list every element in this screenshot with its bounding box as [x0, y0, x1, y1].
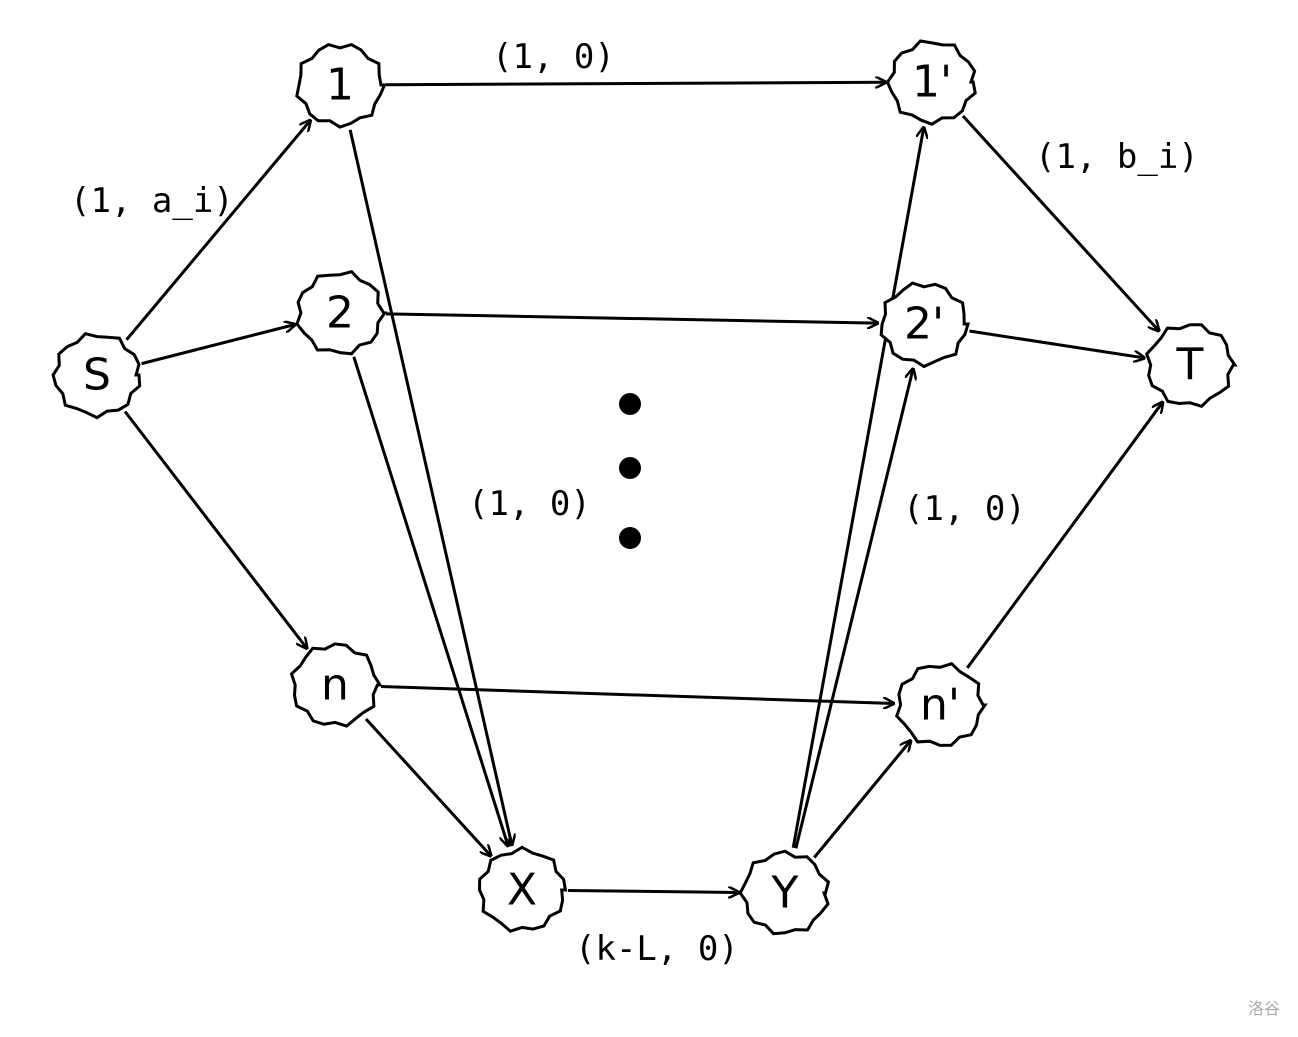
node-1p: 1' [885, 39, 977, 126]
node-circle [879, 281, 971, 369]
node-2: 2 [295, 270, 388, 356]
node-circle [885, 39, 977, 126]
node-label: n [321, 660, 349, 711]
node-label: n' [920, 680, 960, 731]
edge-label-source: (1, a_i) [70, 181, 234, 221]
node-np: n' [894, 662, 988, 747]
edge-Y-to-np [813, 740, 910, 859]
edge-2-to-X [352, 356, 508, 846]
node-circle [477, 845, 568, 933]
edge-label-x-to-y: (k-L, 0) [575, 929, 739, 969]
node-circle [738, 849, 831, 936]
node-S: S [51, 332, 142, 420]
ellipsis-dots [619, 393, 641, 549]
edge-n-to-np [380, 685, 894, 704]
node-circle [295, 270, 388, 356]
node-label: T [1176, 340, 1204, 391]
node-X: X [477, 845, 568, 933]
edge-label-to-x: (1, 0) [468, 484, 591, 524]
edge-1p-to-T [961, 114, 1159, 331]
node-2p: 2' [879, 281, 971, 369]
edge-2-to-2p [385, 312, 878, 323]
edge-1-to-1p [385, 82, 886, 85]
edge-Y-to-2p [794, 369, 913, 849]
node-label: 1' [912, 57, 952, 108]
node-label: 2 [326, 288, 354, 339]
edge-n-to-X [364, 717, 491, 856]
watermark: 洛谷 [1247, 999, 1280, 1018]
node-circle [894, 662, 988, 747]
node-label: Y [771, 868, 799, 919]
edge-Y-to-1p [791, 127, 924, 849]
edge-np-to-T [966, 402, 1163, 669]
dot [619, 393, 641, 415]
node-circle [1144, 323, 1238, 408]
edge-label-from-y: (1, 0) [903, 489, 1026, 529]
node-T: T [1144, 323, 1238, 408]
node-1: 1 [295, 42, 387, 129]
edge-S-to-n [123, 410, 307, 648]
edge-1-to-X [348, 129, 512, 845]
node-label: S [83, 350, 111, 401]
node-label: 2' [904, 299, 944, 350]
node-label: X [507, 865, 537, 916]
node-label: 1 [326, 60, 354, 111]
node-circle [289, 642, 383, 728]
node-circle [51, 332, 142, 420]
node-Y: Y [738, 849, 831, 936]
dot [619, 457, 641, 479]
edge-S-to-2 [141, 324, 296, 366]
node-n: n [289, 642, 383, 728]
edge-2p-to-T [969, 329, 1144, 358]
edge-S-to-1 [125, 120, 311, 341]
node-circle [295, 42, 387, 129]
edge-label-top: (1, 0) [492, 37, 615, 77]
dot [619, 527, 641, 549]
edge-label-sink: (1, b_i) [1035, 137, 1199, 177]
edge-X-to-Y [567, 891, 739, 893]
